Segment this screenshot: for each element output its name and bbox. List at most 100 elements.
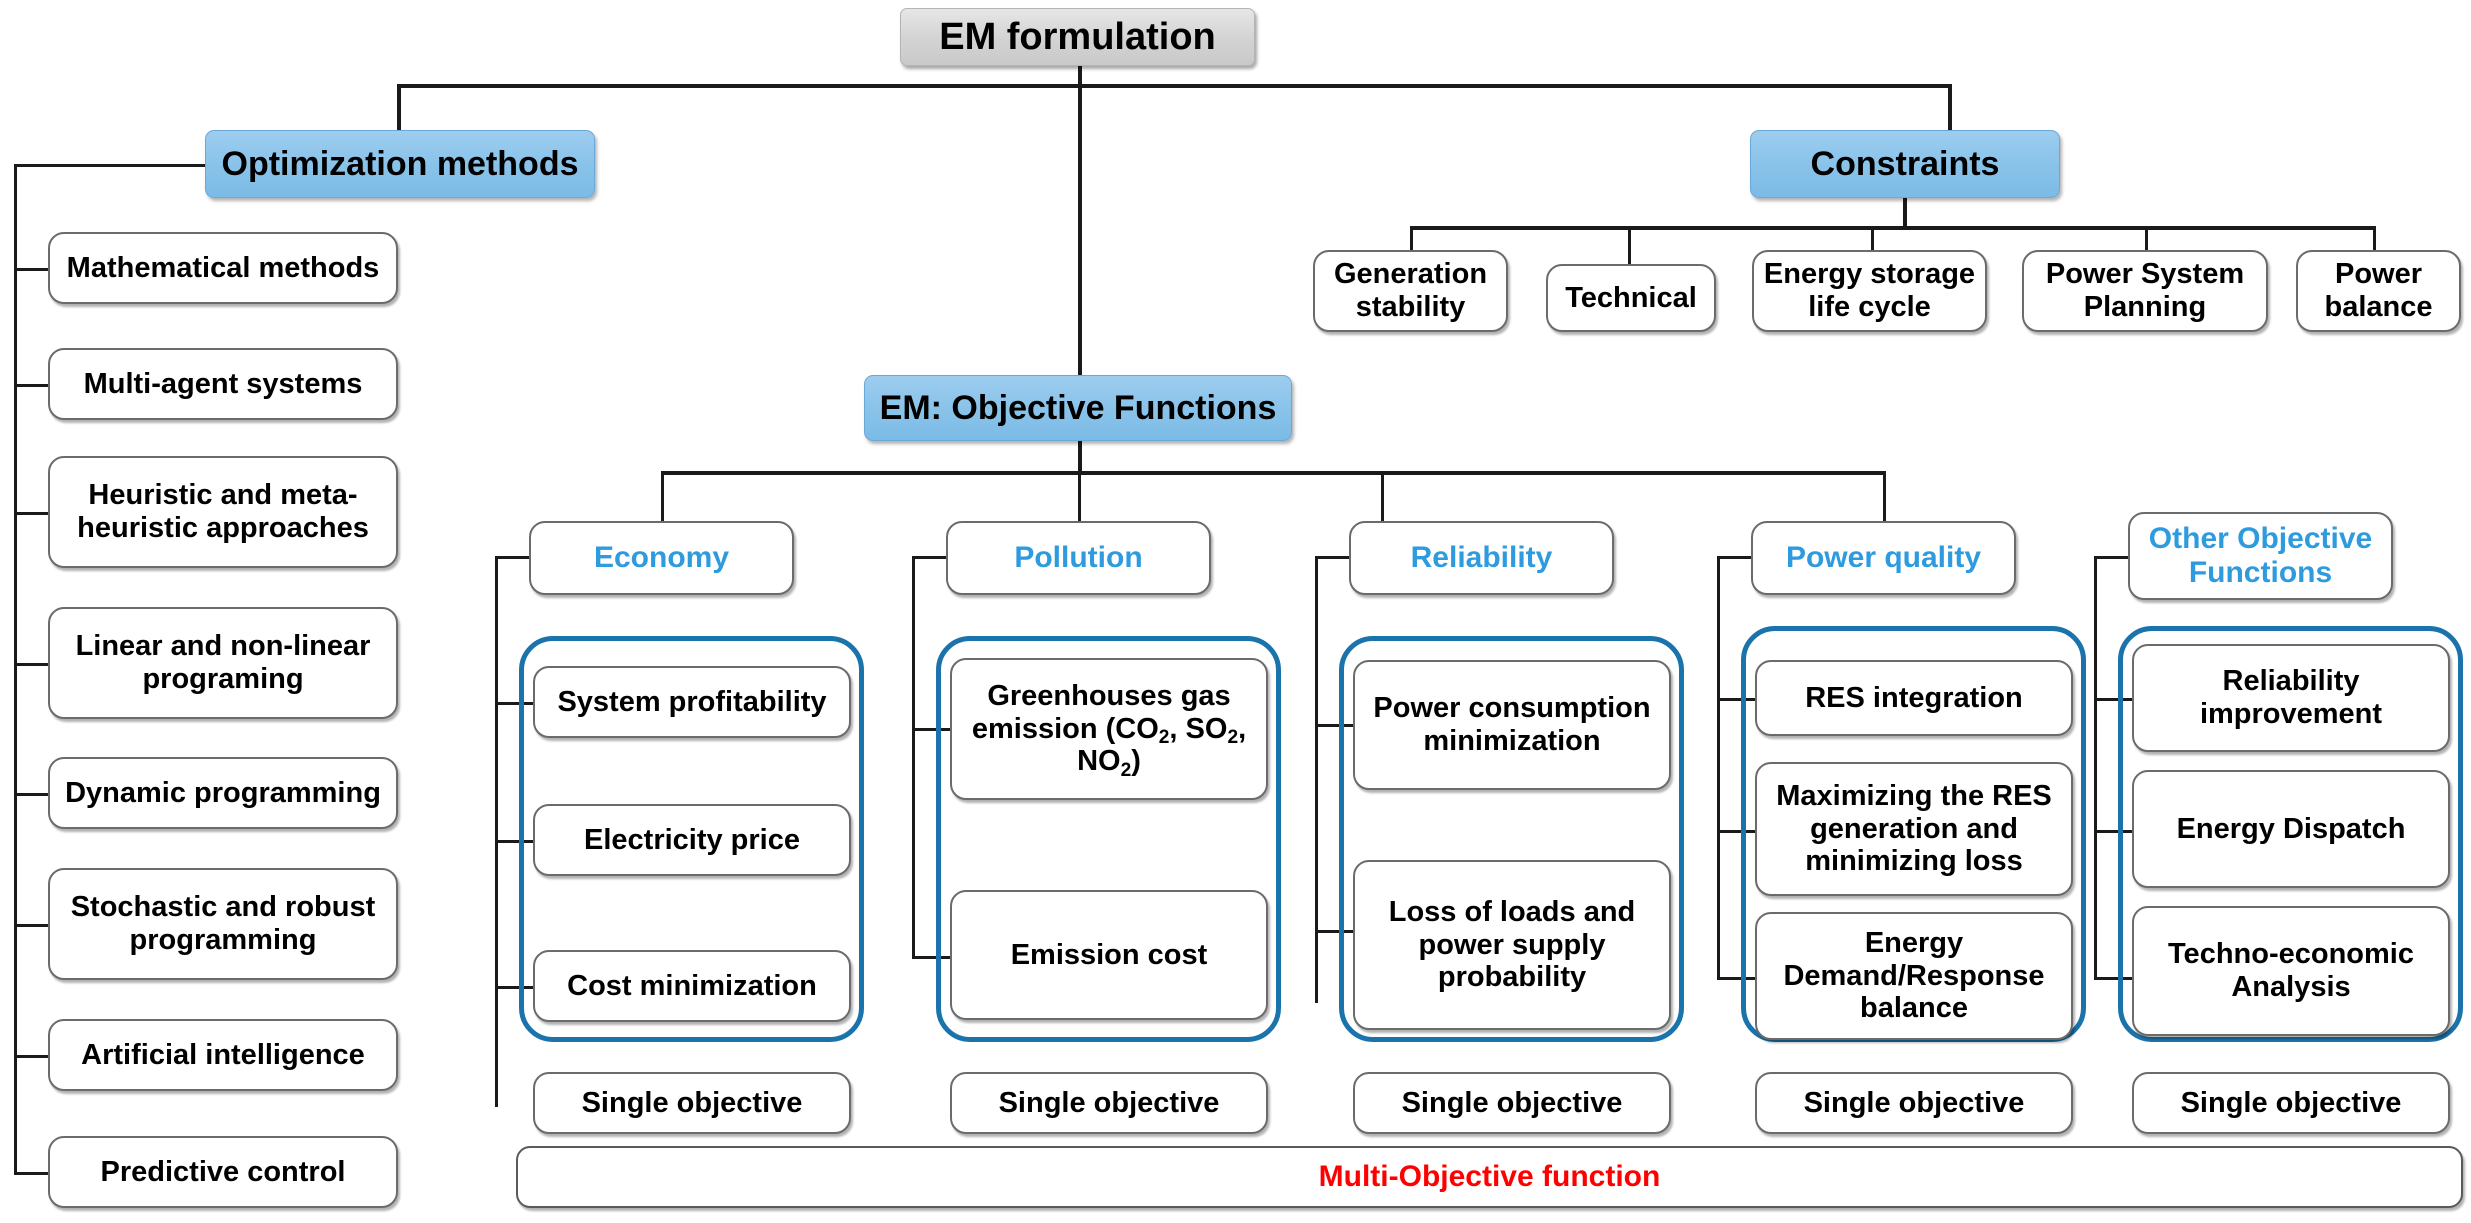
optimization-item-2[interactable]: Heuristic and meta-heuristic approaches [48, 456, 398, 568]
connector-col-3-spine [1717, 556, 1720, 980]
constraint-item-3[interactable]: Power System Planning [2022, 250, 2268, 332]
objective-column-1-header-label: Pollution [1014, 541, 1143, 575]
objective-column-4-header[interactable]: Other Objective Functions [2128, 512, 2393, 600]
optimization-item-1[interactable]: Multi-agent systems [48, 348, 398, 420]
objective-column-4-item-0-label: Reliability improvement [2199, 665, 2383, 730]
objective-column-4-footer[interactable]: Single objective [2132, 1072, 2450, 1134]
objective-column-2-header[interactable]: Reliability [1349, 521, 1614, 595]
constraint-item-2-label: Energy storage life cycle [1763, 258, 1976, 323]
connector-col-4-item-1 [2094, 830, 2134, 833]
optimization-item-0-label: Mathematical methods [66, 251, 380, 284]
connector-col-3-item-2 [1717, 977, 1757, 980]
connector-to-objective-functions [1078, 84, 1082, 378]
connector-col-1-spine [912, 556, 915, 959]
connector-col-0-item-2 [495, 986, 535, 989]
multi-objective-function-bar[interactable]: Multi-Objective function [516, 1146, 2463, 1208]
objective-column-0-footer[interactable]: Single objective [533, 1072, 851, 1134]
objective-column-2-header-label: Reliability [1410, 541, 1553, 575]
branch-node-optimization-label: Optimization methods [221, 144, 579, 183]
objective-column-3-item-1-label: Maximizing the RES generation and minimi… [1776, 779, 2052, 878]
constraint-item-3-label: Power System Planning [2045, 258, 2245, 323]
objective-column-3-item-2[interactable]: Energy Demand/Response balance [1755, 912, 2073, 1040]
objective-column-0-item-0[interactable]: System profitability [533, 666, 851, 738]
objective-column-4-item-1-label: Energy Dispatch [2176, 812, 2406, 845]
connector-col-2-spine [1315, 556, 1318, 1003]
objective-column-1-item-1[interactable]: Emission cost [950, 890, 1268, 1020]
constraint-item-0[interactable]: Generation stability [1313, 250, 1508, 332]
connector-to-optimization [397, 84, 401, 130]
branch-node-objective-functions[interactable]: EM: Objective Functions [864, 375, 1292, 441]
connector-col-4-item-0 [2094, 698, 2134, 701]
optimization-item-5-label: Stochastic and robust programming [70, 891, 376, 956]
constraint-item-2[interactable]: Energy storage life cycle [1752, 250, 1987, 332]
connector-of-bus [661, 471, 1883, 475]
objective-column-2-footer[interactable]: Single objective [1353, 1072, 1671, 1134]
objective-column-0-group-outline [519, 636, 864, 1042]
optimization-item-3[interactable]: Linear and non-linear programing [48, 607, 398, 719]
objective-column-2-item-0[interactable]: Power consumption minimization [1353, 660, 1671, 790]
connector-opt-item-6 [14, 1055, 50, 1058]
connector-constraint-2 [1871, 226, 1874, 254]
optimization-item-6[interactable]: Artificial intelligence [48, 1019, 398, 1091]
branch-node-optimization-methods[interactable]: Optimization methods [205, 130, 595, 198]
objective-column-1-header[interactable]: Pollution [946, 521, 1211, 595]
root-node-label: EM formulation [939, 15, 1216, 58]
optimization-item-4-label: Dynamic programming [65, 776, 381, 809]
connector-col-0-header-stub [495, 556, 531, 559]
objective-column-3-footer[interactable]: Single objective [1755, 1072, 2073, 1134]
objective-column-1-item-0-label: Greenhouses gas emission (CO2, SO2, NO2) [971, 679, 1247, 782]
objective-column-3-item-0[interactable]: RES integration [1755, 660, 2073, 736]
connector-constraint-3 [2145, 226, 2148, 254]
branch-node-constraints-label: Constraints [1810, 144, 2000, 183]
objective-column-4-item-2-label: Techno-economic Analysis [2168, 938, 2414, 1003]
connector-constraint-4 [2373, 226, 2376, 254]
objective-column-0-footer-label: Single objective [581, 1086, 803, 1119]
objective-column-4-item-1[interactable]: Energy Dispatch [2132, 770, 2450, 888]
optimization-item-5[interactable]: Stochastic and robust programming [48, 868, 398, 980]
optimization-item-0[interactable]: Mathematical methods [48, 232, 398, 304]
connector-col-1-item-1 [912, 956, 952, 959]
connector-col-0-drop [661, 471, 664, 527]
objective-column-0-header-label: Economy [593, 541, 730, 575]
objective-column-3-footer-label: Single objective [1803, 1086, 2025, 1119]
objective-column-1-item-1-label: Emission cost [1010, 938, 1208, 971]
objective-column-4-item-0[interactable]: Reliability improvement [2132, 644, 2450, 752]
connector-optimization-stub [14, 164, 209, 167]
root-node-em-formulation[interactable]: EM formulation [900, 8, 1255, 66]
objective-column-4-header-label: Other Objective Functions [2148, 522, 2373, 589]
connector-opt-item-3 [14, 663, 50, 666]
branch-node-objective-functions-label: EM: Objective Functions [879, 388, 1277, 427]
objective-column-4-group-outline [2118, 626, 2463, 1042]
connector-col-1-item-0 [912, 728, 952, 731]
objective-column-3-item-1[interactable]: Maximizing the RES generation and minimi… [1755, 762, 2073, 896]
constraint-item-4-label: Power balance [2324, 258, 2433, 323]
objective-column-0-header[interactable]: Economy [529, 521, 794, 595]
objective-column-0-item-2[interactable]: Cost minimization [533, 950, 851, 1022]
objective-column-2-item-1[interactable]: Loss of loads and power supply probabili… [1353, 860, 1671, 1030]
connector-col-2-item-1 [1315, 930, 1355, 933]
optimization-item-4[interactable]: Dynamic programming [48, 757, 398, 829]
connector-col-1-drop [1078, 471, 1081, 527]
objective-column-0-item-1[interactable]: Electricity price [533, 804, 851, 876]
objective-column-4-item-2[interactable]: Techno-economic Analysis [2132, 906, 2450, 1036]
optimization-item-7[interactable]: Predictive control [48, 1136, 398, 1208]
connector-col-3-item-0 [1717, 698, 1757, 701]
objective-column-1-footer-label: Single objective [998, 1086, 1220, 1119]
objective-column-1-footer[interactable]: Single objective [950, 1072, 1268, 1134]
constraint-item-1[interactable]: Technical [1546, 264, 1716, 332]
objective-column-1-item-0[interactable]: Greenhouses gas emission (CO2, SO2, NO2) [950, 658, 1268, 800]
branch-node-constraints[interactable]: Constraints [1750, 130, 2060, 198]
constraint-item-0-label: Generation stability [1333, 258, 1488, 323]
constraint-item-4[interactable]: Power balance [2296, 250, 2461, 332]
objective-column-3-item-2-label: Energy Demand/Response balance [1783, 926, 2045, 1025]
connector-col-2-drop [1381, 471, 1384, 527]
connector-opt-item-0 [14, 268, 50, 271]
connector-root-bus [397, 84, 1952, 88]
objective-column-1-group-outline [936, 636, 1281, 1042]
optimization-item-3-label: Linear and non-linear programing [75, 630, 371, 695]
objective-column-2-item-1-label: Loss of loads and power supply probabili… [1388, 895, 1636, 994]
connector-col-3-item-1 [1717, 830, 1757, 833]
connector-constraints-down [1903, 198, 1907, 228]
objective-column-3-header[interactable]: Power quality [1751, 521, 2016, 595]
